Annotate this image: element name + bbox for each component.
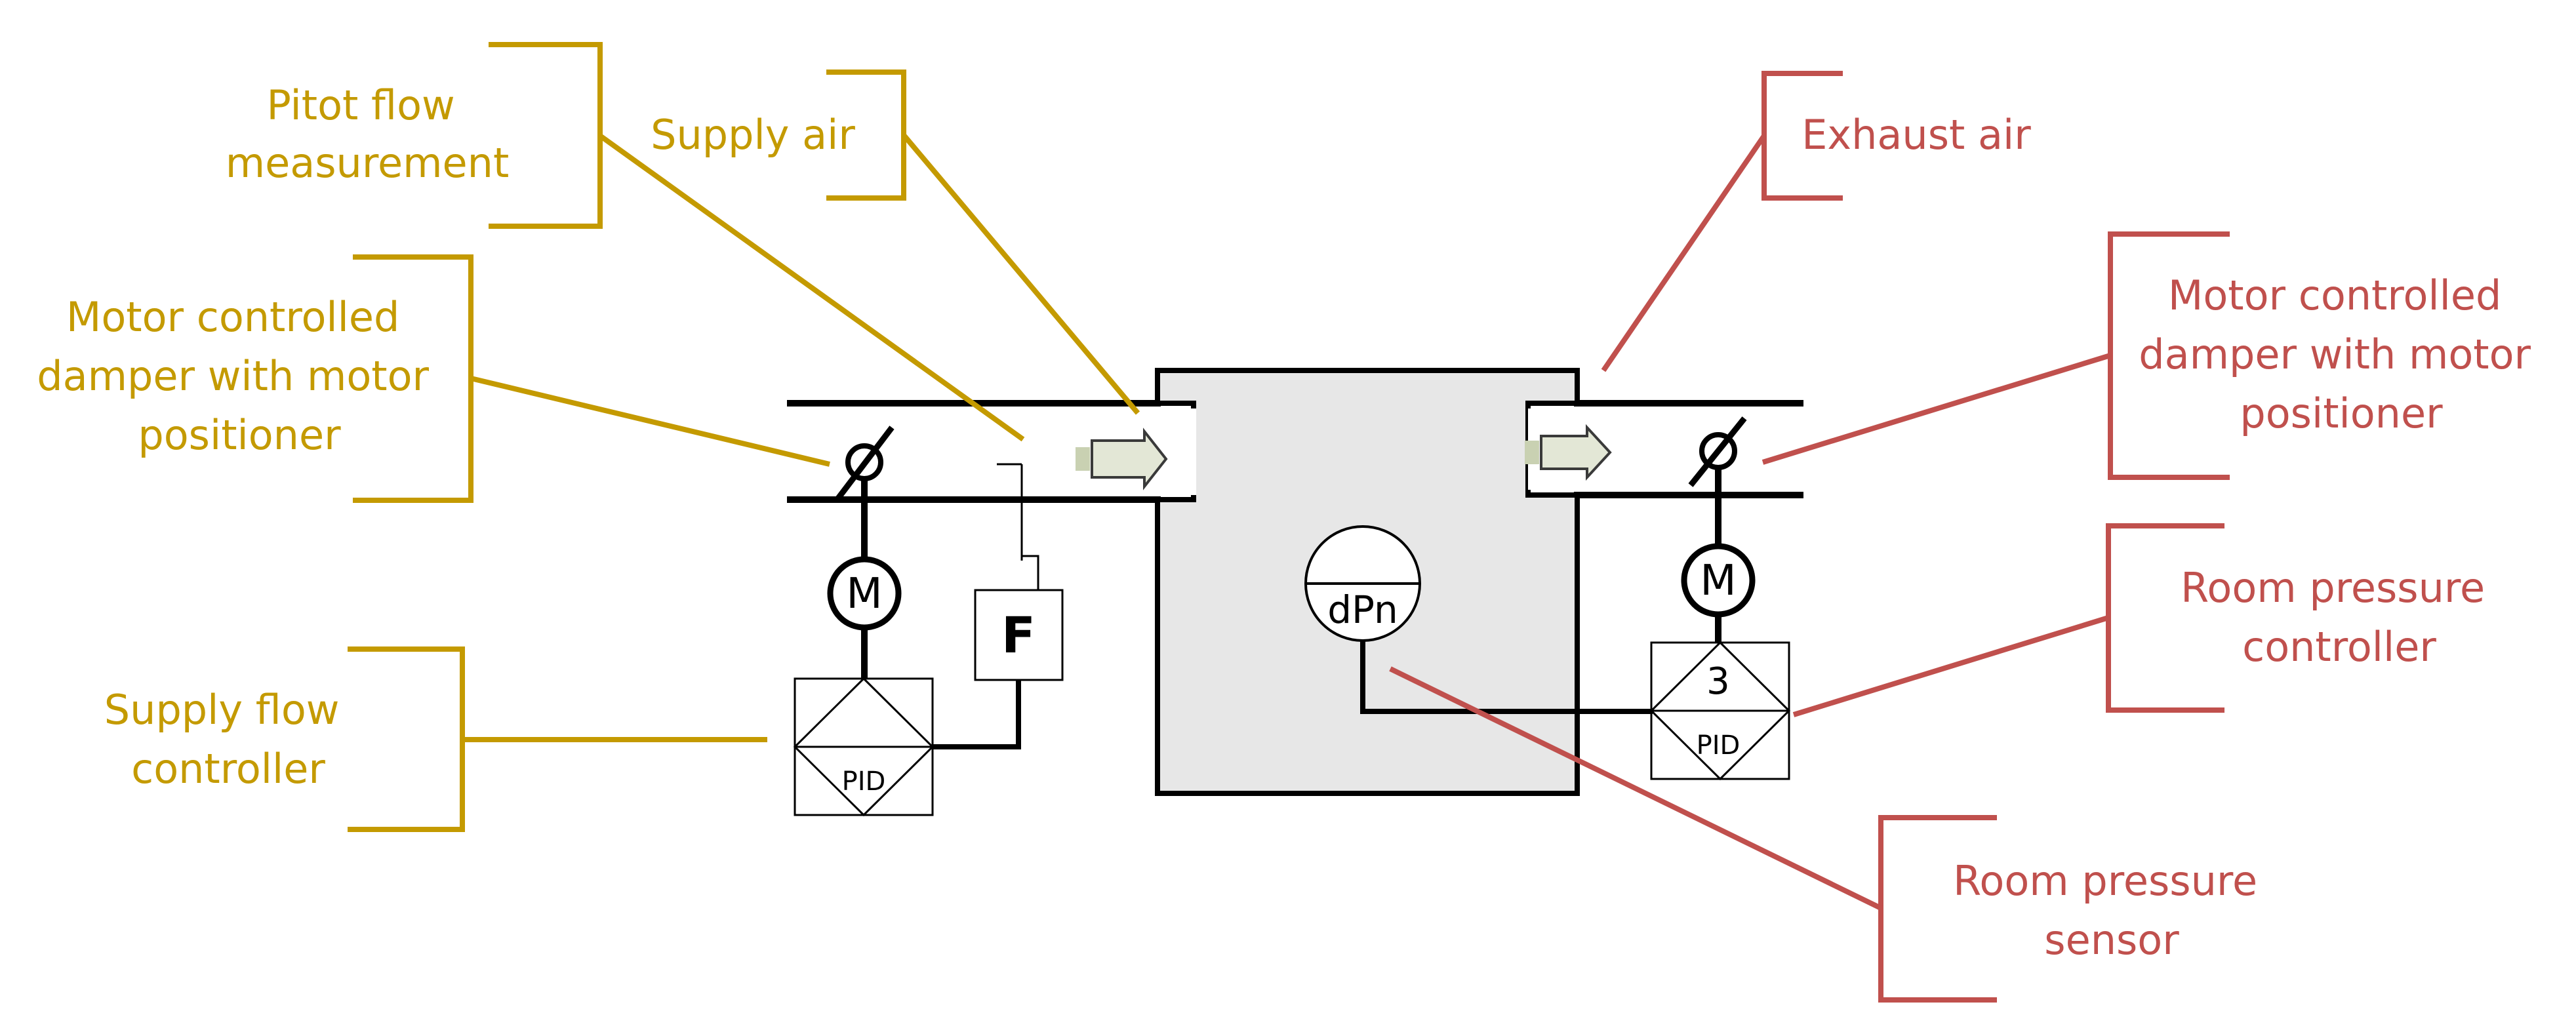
exhaust-motor-label: M [1700,557,1736,605]
svg-text:Pitot flow measurement: Pitot flow measurement [226,81,510,187]
exhaust-air-callout: Exhaust air [1601,71,2031,372]
exhaust-motor-icon: M [1681,543,1756,618]
supply-damper-label-line3: positioner [138,411,341,459]
flow-sensor: F [974,589,1064,681]
svg-text:Room pressure controller: Room pressure controller [2181,564,2498,671]
svg-text:Supply flow controller: Supply flow controller [104,686,352,793]
supply-pid-controller-icon: PID [793,677,935,817]
pitot-flow-measurement-callout: Pitot flow measurement [226,42,1025,442]
svg-text:Motor controlled damper: Motor controlled damper with motor posit… [2139,271,2543,437]
exhaust-duct [1574,400,1803,498]
exhaust-damper-label-line3: positioner [2240,389,2443,437]
supply-motor-label: M [846,570,882,618]
supply-damper-label-line1: Motor controlled [66,293,400,341]
supply-flow-arrow-icon [1076,428,1168,490]
exhaust-damper-label-line2: damper with motor [2139,330,2531,378]
exhaust-air-label: Exhaust air [1801,111,2031,159]
room-pressure-controller-label-line1: Room pressure [2181,564,2485,612]
flow-sensor-to-pid [933,680,1021,749]
supply-damper-label-line2: damper with motor [37,352,429,400]
supply-flow-controller-label-line1: Supply flow [104,686,340,734]
room-pressure-controller-label-line2: controller [2242,623,2436,671]
supply-air-label: Supply air [651,111,855,159]
supply-flow-controller-callout: Supply flow controller [104,646,767,832]
pressure-sensor-label: dPn [1327,587,1398,632]
room-pressure-sensor-label-line1: Room pressure [1953,857,2257,905]
exhaust-flow-arrow-icon [1525,424,1612,481]
supply-air-callout: Supply air [651,70,1140,415]
room-pressure-sensor-callout: Room pressure sensor [1389,666,2270,1003]
exhaust-damper-callout: Motor controlled damper with motor posit… [1761,231,2543,480]
exhaust-pid-controller-icon: 3 PID [1649,641,1791,781]
pressure-sensor-to-controller [1360,641,1653,714]
exhaust-damper-label-line1: Motor controlled [2168,271,2502,319]
svg-text:Motor controlled damper: Motor controlled damper with motor posit… [37,293,441,459]
svg-text:Room pressure sensor: Room pressure sensor [1953,857,2270,964]
supply-motor-icon: M [827,556,902,631]
exhaust-pid-label: PID [1697,730,1741,761]
pitot-flow-label-line2: measurement [226,139,510,187]
flow-sensor-label: F [1001,606,1036,664]
pressure-sensor: dPn [1304,525,1421,642]
supply-pid-label: PID [842,766,886,797]
pitot-flow-label-line1: Pitot flow [267,81,455,129]
supply-damper-callout: Motor controlled damper with motor posit… [37,254,830,503]
room-pressure-controller-callout: Room pressure controller [1792,523,2498,717]
pitot-tube-icon [997,463,1039,590]
room-pressure-sensor-label-line2: sensor [2044,916,2179,964]
exhaust-controller-number: 3 [1706,660,1730,703]
supply-flow-controller-label-line2: controller [131,745,325,793]
